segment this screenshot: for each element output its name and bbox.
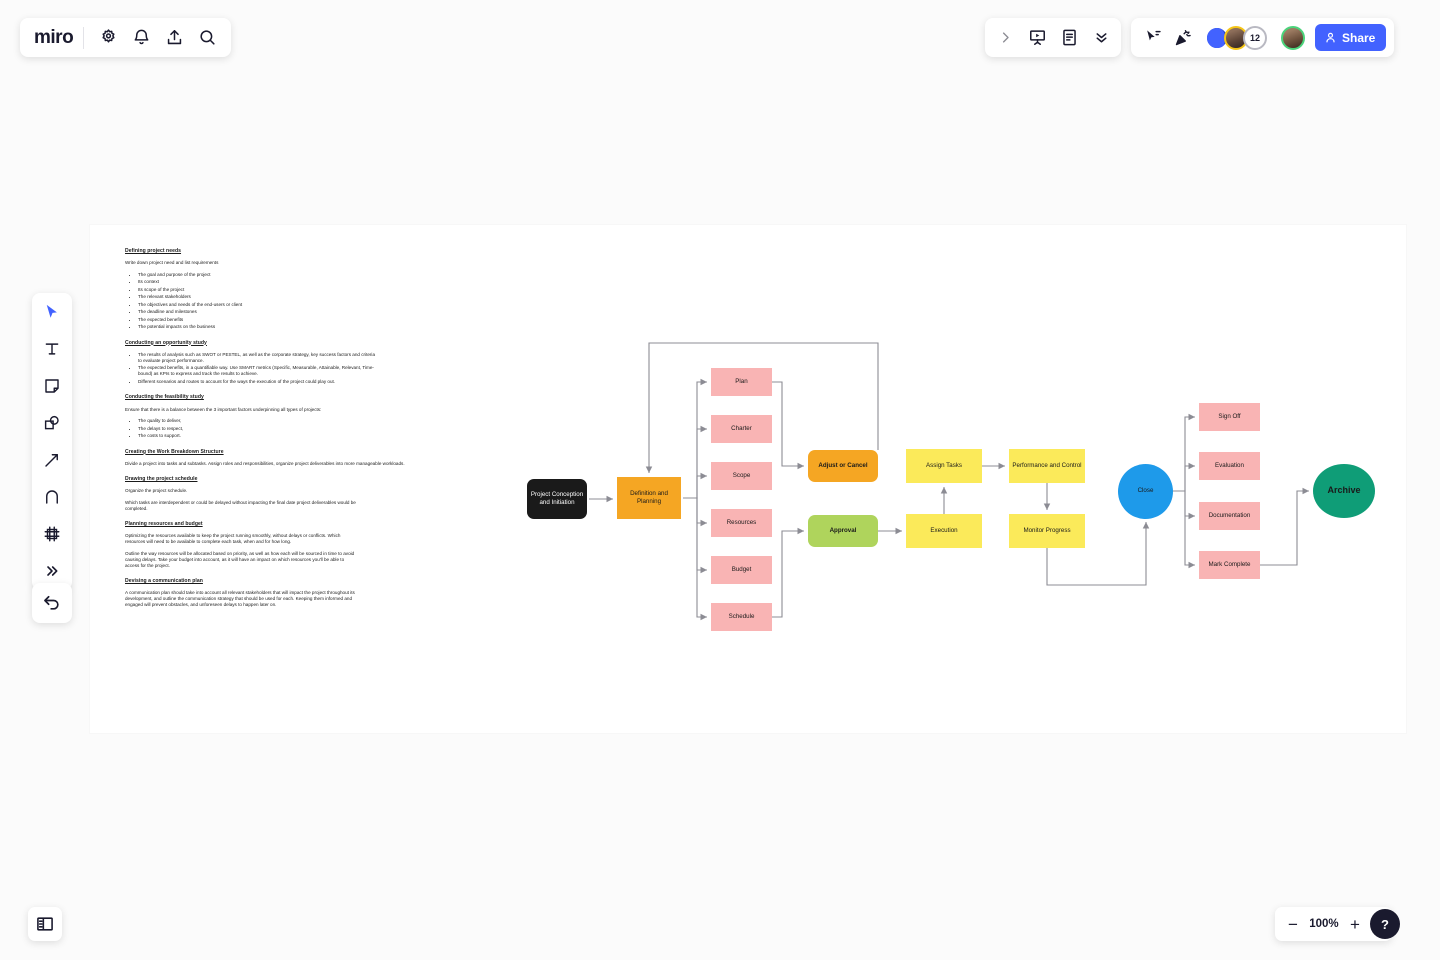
upload-icon[interactable] xyxy=(164,28,184,48)
presentation-icon[interactable] xyxy=(1027,28,1047,48)
undo-button[interactable] xyxy=(32,583,72,623)
flow-node-execution[interactable]: Execution xyxy=(906,514,982,548)
doc-bullet-item: The expected benefits xyxy=(138,317,376,323)
doc-section-heading: Devising a communication plan xyxy=(125,577,203,584)
doc-bullet-item: Different scenarios and routes to accoun… xyxy=(138,379,376,385)
flow-node-scope[interactable]: Scope xyxy=(711,462,772,490)
flow-node-markcomplete[interactable]: Mark Complete xyxy=(1199,551,1260,579)
avatar-current-user[interactable] xyxy=(1281,25,1305,50)
doc-paragraph: Optimizing the resources available to ke… xyxy=(125,532,341,545)
collaborator-avatars[interactable]: 12 xyxy=(1205,25,1267,50)
flow-node-documentation[interactable]: Documentation xyxy=(1199,502,1260,530)
flow-node-archive[interactable]: Archive xyxy=(1313,464,1375,518)
flow-node-performance[interactable]: Performance and Control xyxy=(1009,449,1085,483)
bell-icon[interactable] xyxy=(131,28,151,48)
doc-section-heading: Planning resources and budget xyxy=(125,520,203,527)
doc-bullet-list: The quality to deliver, The delays to res… xyxy=(125,418,517,439)
flow-node-charter[interactable]: Charter xyxy=(711,415,772,443)
doc-bullet-item: The results of analysis such as SWOT or … xyxy=(138,352,376,364)
flow-node-plan[interactable]: Plan xyxy=(711,368,772,396)
undo-icon xyxy=(44,595,59,610)
doc-bullet-item: The deadline and milestones xyxy=(138,309,376,315)
doc-bullet-list: The goal and purpose of the projectIts c… xyxy=(125,272,517,330)
doc-paragraph: Which tasks are interdependent or could … xyxy=(125,499,356,511)
chevron-double-down-icon[interactable] xyxy=(1091,28,1111,48)
doc-bullet-item: The costs to support. xyxy=(138,433,376,439)
flow-node-assign[interactable]: Assign Tasks xyxy=(906,449,982,483)
flow-node-signoff[interactable]: Sign Off xyxy=(1199,403,1260,431)
doc-bullet-item: The goal and purpose of the project xyxy=(138,272,376,278)
document-icon[interactable] xyxy=(1059,28,1079,48)
collaborator-count[interactable]: 12 xyxy=(1243,25,1267,50)
doc-section-heading: Defining project needs xyxy=(125,248,182,254)
zoom-in-button[interactable]: + xyxy=(1349,914,1360,934)
share-button[interactable]: Share xyxy=(1315,24,1387,51)
doc-section-heading: Creating the Work Breakdown Structure xyxy=(125,448,224,455)
zoom-out-button[interactable]: − xyxy=(1288,914,1298,934)
flow-node-budget[interactable]: Budget xyxy=(711,556,772,584)
doc-bullet-item: The potential impacts on the business xyxy=(138,324,376,330)
more-tools[interactable] xyxy=(40,559,64,583)
flow-node-adjust[interactable]: Adjust or Cancel xyxy=(808,450,878,482)
flow-node-evaluation[interactable]: Evaluation xyxy=(1199,452,1260,480)
connector-tool[interactable] xyxy=(40,448,64,472)
flow-node-monitor[interactable]: Monitor Progress xyxy=(1009,514,1085,548)
doc-paragraph: Write down project need and list require… xyxy=(125,260,219,266)
frame-tool[interactable] xyxy=(40,522,64,546)
collaboration-toolbar: 12 Share xyxy=(1131,18,1395,57)
doc-bullet-item: The relevant stakeholders xyxy=(138,294,376,300)
share-label: Share xyxy=(1342,30,1376,45)
doc-bullet-item: The expected benefits, in a quantifiable… xyxy=(138,365,376,377)
search-icon[interactable] xyxy=(197,28,217,48)
pen-tool[interactable] xyxy=(40,485,64,509)
flow-node-schedule[interactable]: Schedule xyxy=(711,603,772,631)
doc-bullet-item: The objectives and needs of the end-user… xyxy=(138,302,376,308)
text-tool[interactable] xyxy=(40,337,64,361)
doc-paragraph: A communication plan should take into ac… xyxy=(125,590,355,608)
flow-node-conception[interactable]: Project Conception and Initiation xyxy=(527,479,587,519)
doc-paragraph: Divide a project into tasks and subtasks… xyxy=(125,460,405,466)
doc-bullet-list: The results of analysis such as SWOT or … xyxy=(125,352,517,385)
doc-paragraph: Organize the project schedule. xyxy=(125,488,188,494)
doc-section-heading: Drawing the project schedule xyxy=(125,475,198,482)
flow-node-close[interactable]: Close xyxy=(1118,464,1173,519)
view-toolbar xyxy=(985,18,1121,57)
select-tool[interactable] xyxy=(40,300,64,324)
flow-node-definition[interactable]: Definition and Planning xyxy=(617,477,681,519)
party-popper-icon[interactable] xyxy=(1173,28,1193,48)
flow-node-approval[interactable]: Approval xyxy=(808,515,878,547)
help-button[interactable]: ? xyxy=(1370,909,1400,939)
creation-toolbar xyxy=(32,293,72,590)
cursor-share-icon[interactable] xyxy=(1143,28,1163,48)
main-toolbar: miro xyxy=(20,18,232,57)
sticky-note-tool[interactable] xyxy=(40,374,64,398)
person-icon xyxy=(1326,32,1335,43)
doc-bullet-item: Its context xyxy=(138,279,376,285)
doc-bullet-item: The delays to respect, xyxy=(138,426,376,432)
shapes-tool[interactable] xyxy=(40,411,64,435)
flow-node-resources[interactable]: Resources xyxy=(711,509,772,537)
doc-section-heading: Conducting an opportunity study xyxy=(125,339,207,346)
panel-toggle-button[interactable] xyxy=(28,907,62,941)
miro-logo[interactable]: miro xyxy=(34,26,85,49)
sidebar-panel-icon xyxy=(37,917,53,931)
doc-spacer xyxy=(125,614,517,618)
doc-bullet-item: The quality to deliver, xyxy=(138,418,376,424)
doc-paragraph: Outline the way resources will be alloca… xyxy=(125,550,355,568)
doc-paragraph: Ensure that there is a balance between t… xyxy=(125,406,322,412)
doc-section-heading: Conducting the feasibility study xyxy=(125,394,204,401)
zoom-level: 100% xyxy=(1309,918,1339,930)
doc-bullet-item: Its scope of the project xyxy=(138,287,376,293)
gear-icon[interactable] xyxy=(98,28,118,48)
chevron-right-icon[interactable] xyxy=(995,28,1015,48)
